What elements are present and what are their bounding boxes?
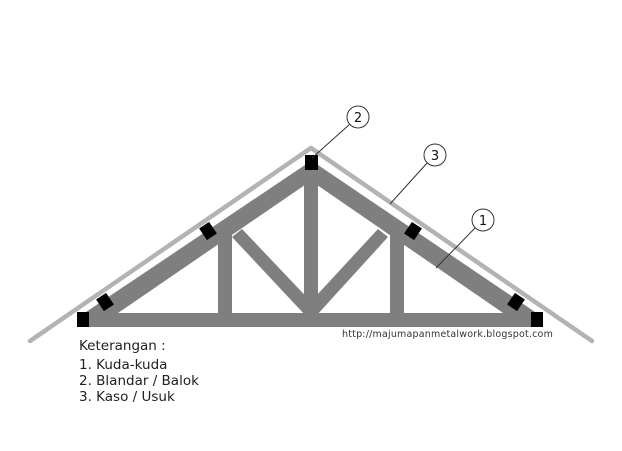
legend-title: Keterangan : <box>79 338 166 354</box>
callout-1: 1 <box>435 208 495 269</box>
callout-3-circle <box>423 143 447 167</box>
purlin-left-lower <box>96 292 114 312</box>
truss-web-right <box>304 229 388 316</box>
truss-bottom-chord <box>84 313 537 327</box>
rafters <box>27 145 595 344</box>
callout-3-number: 3 <box>431 149 439 164</box>
callout-1-leader <box>435 226 477 269</box>
rafter-right <box>308 145 595 344</box>
callout-2-circle <box>346 105 370 129</box>
purlin-eave-left <box>77 312 89 327</box>
purlin-eave-right <box>531 312 543 327</box>
truss-web-left <box>232 229 318 316</box>
legend: Keterangan : 1. Kuda-kuda 2. Blandar / B… <box>79 338 199 405</box>
truss-top-chord-left <box>83 165 318 326</box>
truss-post-left <box>218 233 232 315</box>
purlin-right-lower <box>507 292 525 312</box>
purlin-ridge <box>305 155 318 170</box>
purlin-right-upper <box>404 221 422 241</box>
rafter-left <box>27 145 314 344</box>
legend-item-rafter: 3. Kaso / Usuk <box>79 389 175 405</box>
truss <box>83 165 538 327</box>
legend-item-beam: 2. Blandar / Balok <box>79 373 199 389</box>
truss-king-post <box>304 168 318 314</box>
callout-2-leader <box>311 123 351 159</box>
website-url: http://majumapanmetalwork.blogspot.com <box>342 329 554 340</box>
callout-1-number: 1 <box>479 214 487 229</box>
purlins <box>77 155 543 327</box>
callout-2-number: 2 <box>354 111 362 126</box>
legend-item-truss: 1. Kuda-kuda <box>79 357 168 373</box>
truss-top-chord-right <box>304 165 538 326</box>
truss-post-right <box>390 233 404 315</box>
callout-1-circle <box>471 208 495 232</box>
callout-3-leader <box>389 161 429 205</box>
callout-3: 3 <box>389 143 447 205</box>
purlin-left-upper <box>199 221 217 241</box>
callout-2: 2 <box>311 105 370 159</box>
